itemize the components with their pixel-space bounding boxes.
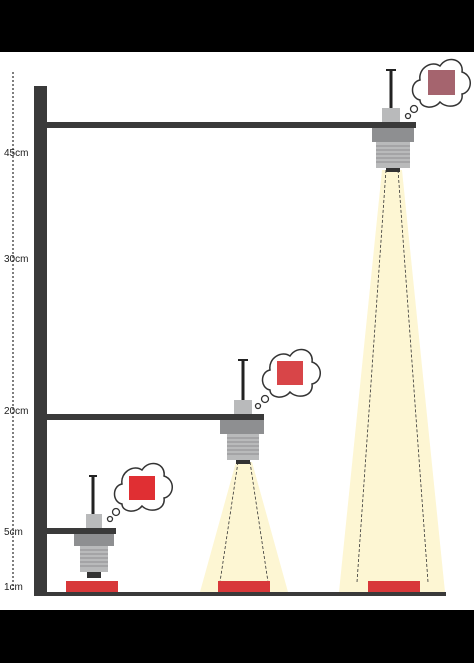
- distance-sensor-diagram: 45cm 30cm 20cm 5cm 1cm: [4, 58, 471, 596]
- beam-45cm: [339, 169, 445, 592]
- scale-label-45cm: 45cm: [4, 148, 28, 159]
- arm-20cm: [46, 414, 264, 420]
- frame-pole: [34, 86, 47, 596]
- scale-label-5cm: 5cm: [4, 527, 23, 538]
- thought-bubble-20cm: [254, 348, 321, 410]
- thought-bubble-45cm: [404, 58, 471, 120]
- perceived-color-20cm: [277, 361, 303, 385]
- perceived-color-45cm: [428, 70, 455, 95]
- scale-label-1cm: 1cm: [4, 582, 23, 593]
- target-1cm: [66, 581, 118, 592]
- frame-base: [34, 592, 446, 596]
- sensor-1cm: [74, 475, 114, 578]
- diagram-canvas: 45cm 30cm 20cm 5cm 1cm: [0, 52, 474, 610]
- scale-label-30cm: 30cm: [4, 254, 28, 265]
- arm-45cm: [46, 122, 416, 128]
- sensor-20cm: [220, 359, 264, 464]
- arm-5cm: [46, 528, 116, 534]
- target-20cm: [218, 581, 270, 592]
- perceived-color-1cm: [129, 476, 155, 500]
- thought-bubble-1cm: [106, 462, 173, 523]
- scale-label-20cm: 20cm: [4, 406, 28, 417]
- beam-20cm: [200, 461, 288, 592]
- sensor-45cm: [372, 69, 414, 172]
- target-45cm: [368, 581, 420, 592]
